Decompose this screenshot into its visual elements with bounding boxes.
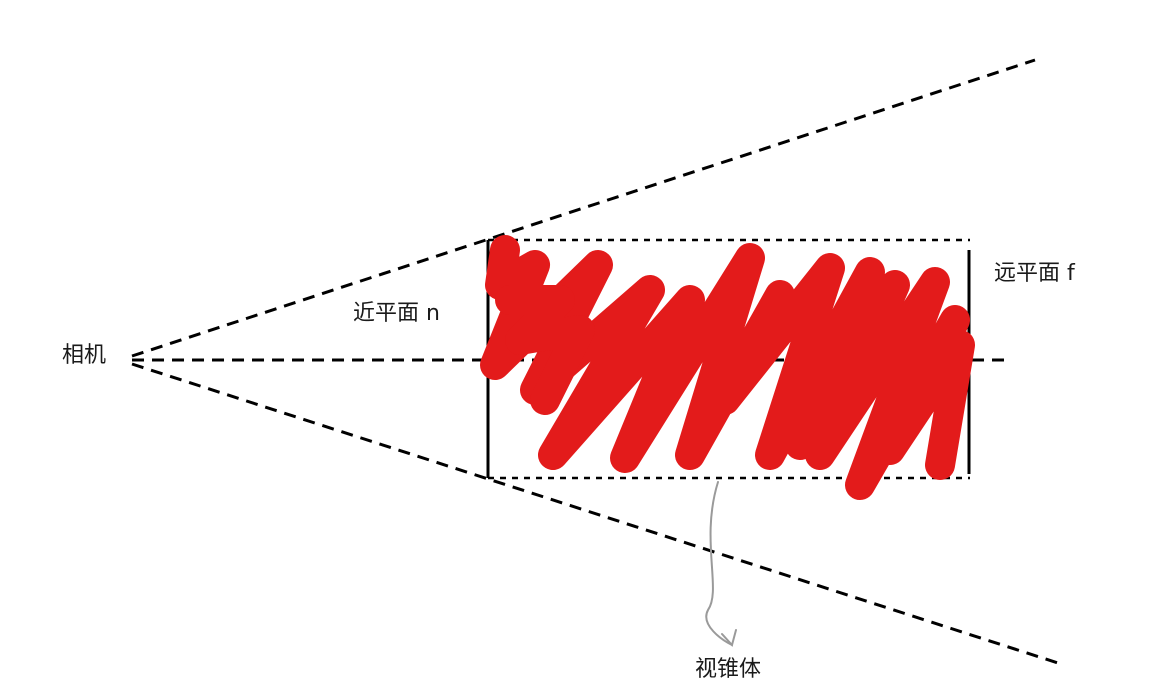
scribble-stroke-extra — [495, 285, 595, 415]
red-scribble — [480, 235, 975, 500]
frustum-arrow — [705, 481, 737, 648]
camera-label: 相机 — [62, 343, 106, 368]
far-plane-label: 远平面 f — [994, 261, 1076, 286]
upper-ray — [131, 58, 1036, 358]
scribble-stroke — [480, 235, 975, 500]
arrow-curve — [705, 481, 733, 646]
lower-ray — [131, 362, 1059, 665]
near-plane-label: 近平面 n — [353, 301, 440, 326]
frustum-label: 视锥体 — [695, 657, 761, 682]
arrow-head — [721, 629, 737, 648]
